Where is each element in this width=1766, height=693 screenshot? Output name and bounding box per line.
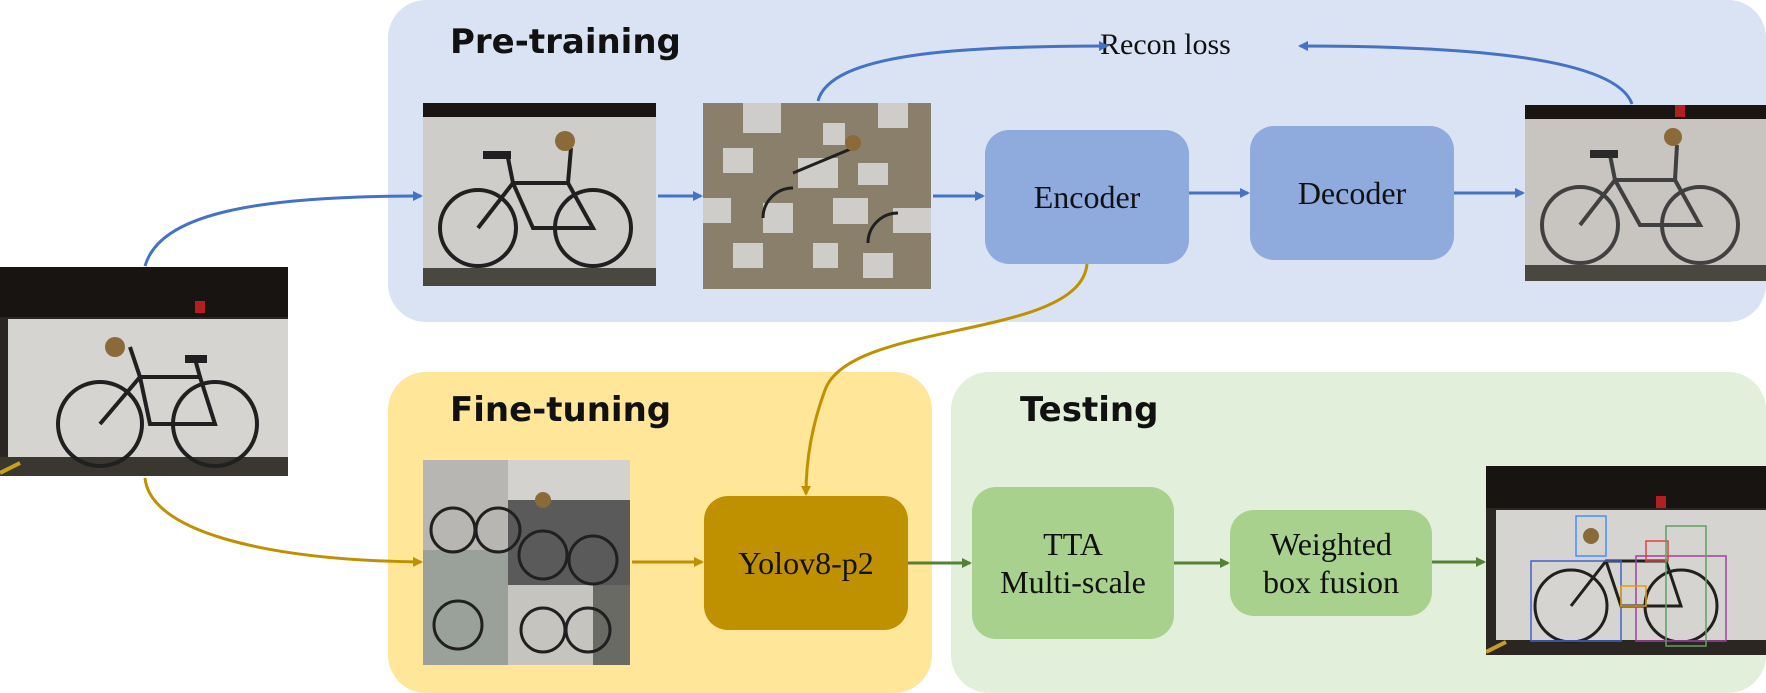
testing-title: Testing (1020, 390, 1159, 430)
yolov8-p2-box: Yolov8-p2 (704, 496, 908, 630)
reconstructed-image (1525, 105, 1766, 281)
arrow-recon-to-loss (1298, 41, 1634, 105)
arrow-input-to-pretrain (143, 191, 423, 267)
masked-image (703, 103, 931, 289)
pretrain-input-image (423, 103, 656, 286)
tta-multiscale-box: TTA Multi-scale (972, 487, 1174, 639)
arrow-masked-to-loss (816, 41, 1109, 102)
weighted-box-fusion-box: Weighted box fusion (1230, 510, 1432, 616)
mosaic-image (423, 460, 630, 665)
encoder-box: Encoder (985, 130, 1189, 264)
decoder-box: Decoder (1250, 126, 1454, 260)
arrow-input-to-finetune (143, 477, 423, 567)
input-image (0, 267, 288, 476)
detection-output-image (1486, 466, 1766, 655)
finetuning-title: Fine-tuning (450, 390, 672, 430)
pretraining-title: Pre-training (450, 22, 681, 62)
arrow-encoder-to-yolo (801, 263, 1089, 496)
recon-loss-label: Recon loss (1100, 28, 1231, 61)
